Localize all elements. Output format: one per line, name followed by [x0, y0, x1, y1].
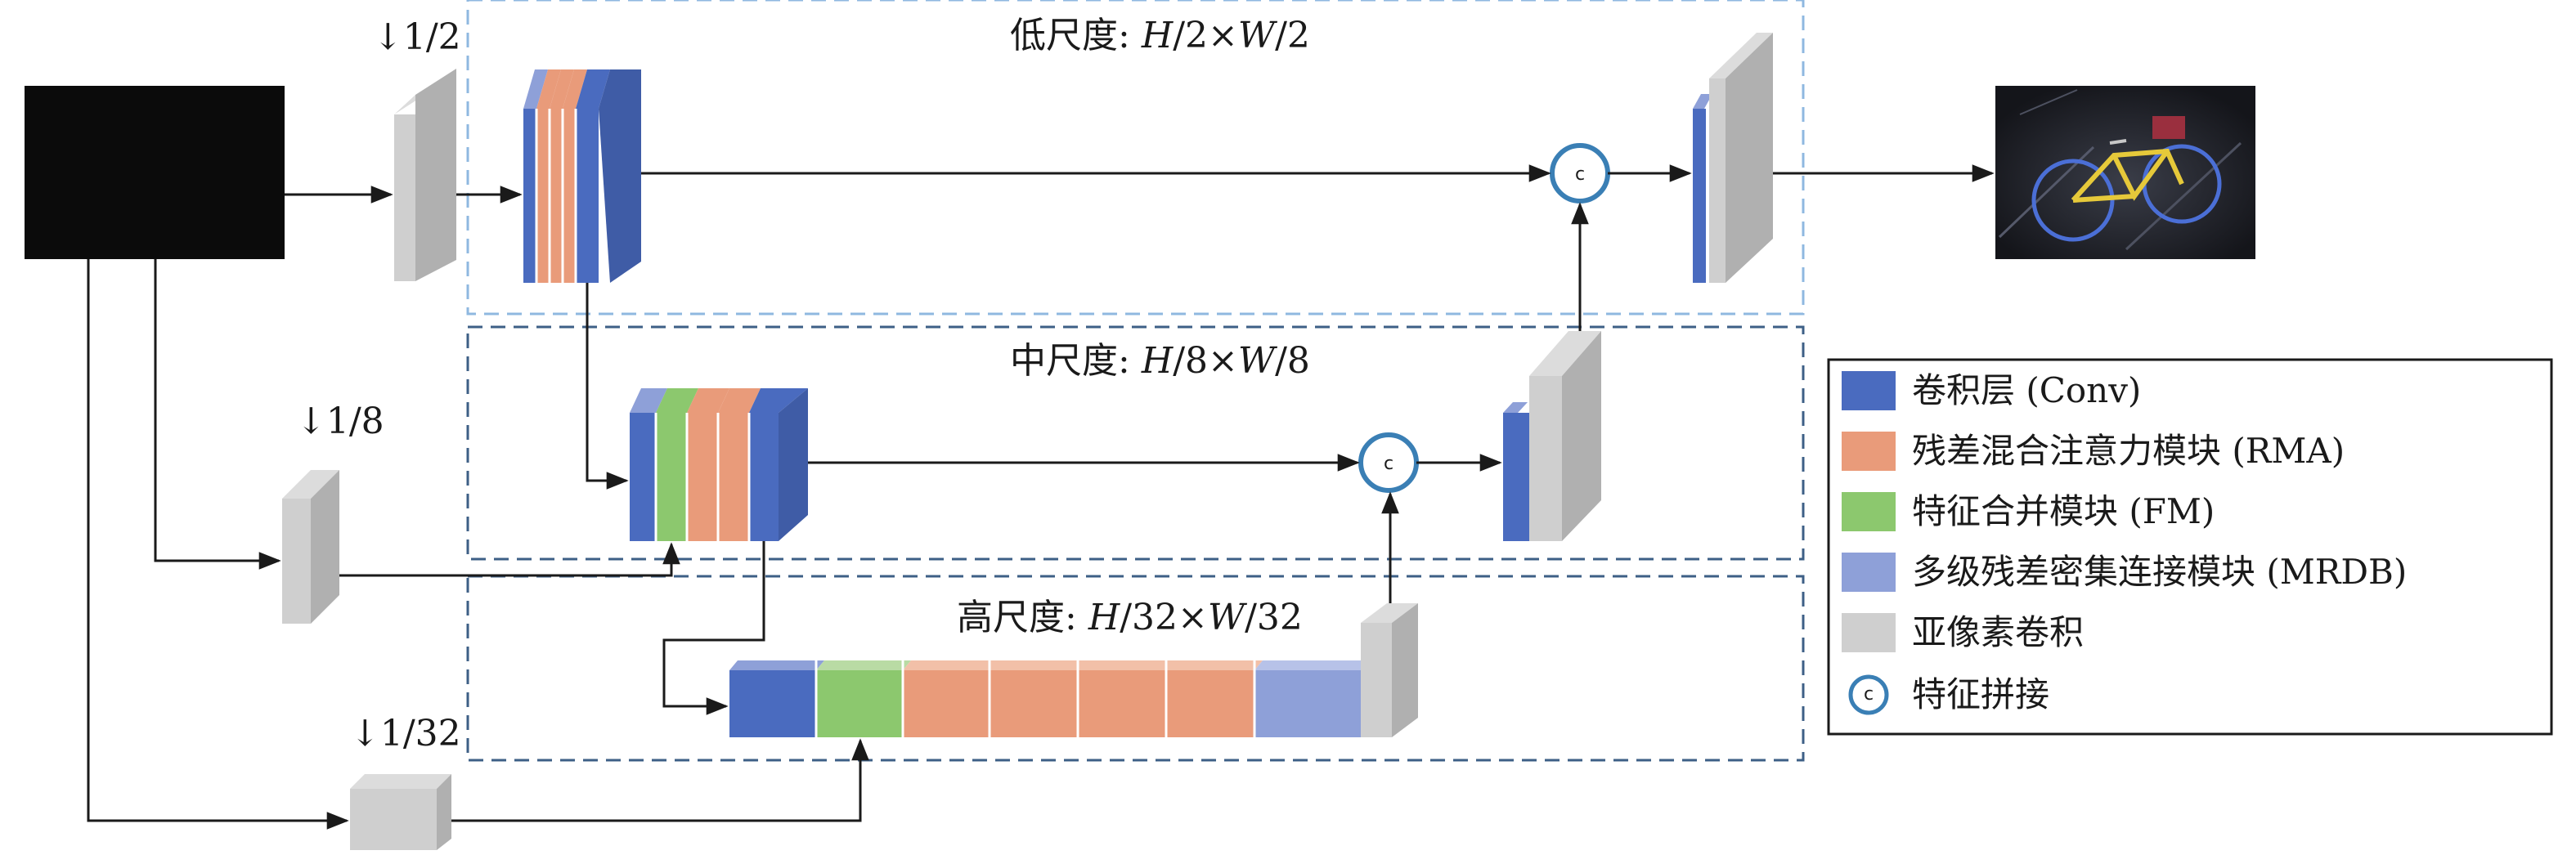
mid-output-stack	[1503, 331, 1601, 541]
legend-frame	[1827, 358, 2553, 736]
input-image	[25, 86, 285, 259]
legend-label-subpixel: 亚像素卷积	[1912, 612, 2084, 652]
mid-scale-box	[466, 325, 1805, 561]
legend-swatch-mrdb	[1842, 553, 1896, 592]
downsample-eighth-slab	[282, 470, 339, 624]
concat-node-mid: c	[1358, 432, 1419, 493]
legend-label-concat: 特征拼接	[1912, 674, 2049, 714]
low-scale-box	[466, 0, 1805, 316]
low-scale-title: 低尺度: H/2×W/2	[1010, 15, 1310, 56]
legend-item-conv: 卷积层 (Conv)	[1842, 370, 2141, 410]
svg-text:c: c	[1575, 164, 1585, 185]
svg-text:c: c	[1384, 454, 1393, 474]
legend-swatch-subpixel	[1842, 613, 1896, 652]
legend-item-concat: c 特征拼接	[1848, 674, 2049, 715]
legend-item-subpixel: 亚像素卷积	[1842, 612, 2084, 652]
low-scale-block-stack	[523, 69, 641, 283]
legend-label-conv: 卷积层 (Conv)	[1912, 370, 2141, 410]
downsample-eighth-label: ↓1/8	[296, 401, 384, 442]
legend-swatch-rma	[1842, 432, 1896, 471]
high-scale-box	[466, 575, 1805, 762]
legend: 卷积层 (Conv) 残差混合注意力模块 (RMA) 特征合并模块 (FM) 多…	[1827, 358, 2553, 736]
high-scale-block-row	[729, 603, 1418, 737]
downsample-32-label: ↓1/32	[350, 713, 461, 754]
output-image	[1995, 86, 2255, 259]
legend-item-mrdb: 多级残差密集连接模块 (MRDB)	[1842, 552, 2407, 592]
legend-swatch-conv	[1842, 371, 1896, 410]
svg-text:c: c	[1864, 684, 1874, 705]
legend-label-fm: 特征合并模块 (FM)	[1912, 491, 2215, 531]
mid-scale-title: 中尺度: H/8×W/8	[1010, 340, 1310, 382]
downsample-half-label: ↓1/2	[373, 16, 461, 58]
legend-swatch-fm	[1842, 492, 1896, 531]
high-scale-title: 高尺度: H/32×W/32	[957, 597, 1303, 638]
legend-label-rma: 残差混合注意力模块 (RMA)	[1912, 431, 2345, 471]
downsample-32-slab	[350, 774, 451, 850]
mid-scale-block-stack	[630, 388, 808, 541]
connection-lines	[87, 164, 1995, 830]
legend-item-rma: 残差混合注意力模块 (RMA)	[1842, 431, 2345, 471]
downsample-half-slab	[394, 69, 456, 281]
low-output-stack	[1693, 33, 1773, 283]
legend-concat-icon	[1848, 674, 1889, 715]
legend-item-fm: 特征合并模块 (FM)	[1842, 491, 2215, 531]
concat-node-low: c	[1550, 143, 1610, 204]
legend-label-mrdb: 多级残差密集连接模块 (MRDB)	[1912, 552, 2407, 592]
